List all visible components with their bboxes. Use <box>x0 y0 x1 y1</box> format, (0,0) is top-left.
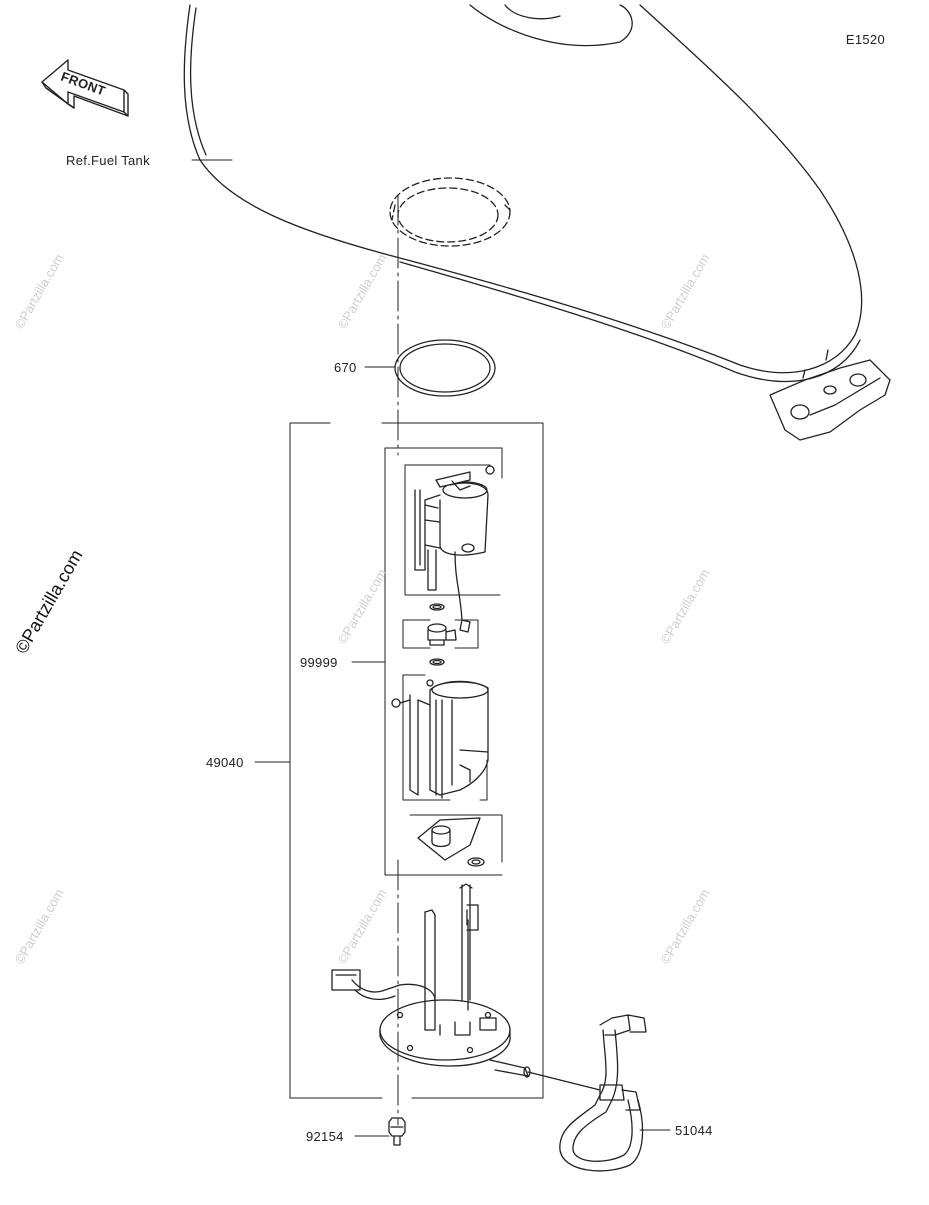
fuel-hose <box>527 1014 647 1172</box>
fuel-pump-motor <box>414 465 495 633</box>
fuel-pressure-regulator <box>427 603 457 666</box>
watermark: ©Partzilla.com <box>335 251 390 331</box>
watermark-strong: ©Partzilla.com <box>11 546 86 657</box>
part-number-pump-kit: 99999 <box>300 655 338 670</box>
diagram-code: E1520 <box>846 32 885 47</box>
ref-fuel-tank-label: Ref.Fuel Tank <box>66 153 150 168</box>
assembly-bracket-outer <box>289 422 544 1099</box>
tank-opening <box>389 177 513 247</box>
watermark: ©Partzilla.com <box>658 251 713 331</box>
watermark: ©Partzilla.com <box>335 886 390 966</box>
watermark: ©Partzilla.com <box>658 566 713 646</box>
fuel-pump-housing <box>391 679 489 799</box>
pump-mount-flange <box>331 883 531 1078</box>
part-number-bolt: 92154 <box>306 1129 344 1144</box>
watermark: ©Partzilla.com <box>12 251 67 331</box>
part-number-pump-assembly: 49040 <box>206 755 244 770</box>
front-arrow-icon <box>41 59 129 117</box>
bolt <box>388 1117 406 1146</box>
gasket-ring <box>394 339 496 397</box>
part-number-gasket: 670 <box>334 360 357 375</box>
fuel-filter-base <box>417 817 485 867</box>
watermark: ©Partzilla.com <box>335 566 390 646</box>
assembly-bracket-inner <box>384 447 503 876</box>
leader-lines <box>191 159 671 1137</box>
watermark: ©Partzilla.com <box>658 886 713 966</box>
watermark: ©Partzilla.com <box>12 886 67 966</box>
fuel-tank-outline <box>183 4 891 441</box>
part-number-fuel-hose: 51044 <box>675 1123 713 1138</box>
